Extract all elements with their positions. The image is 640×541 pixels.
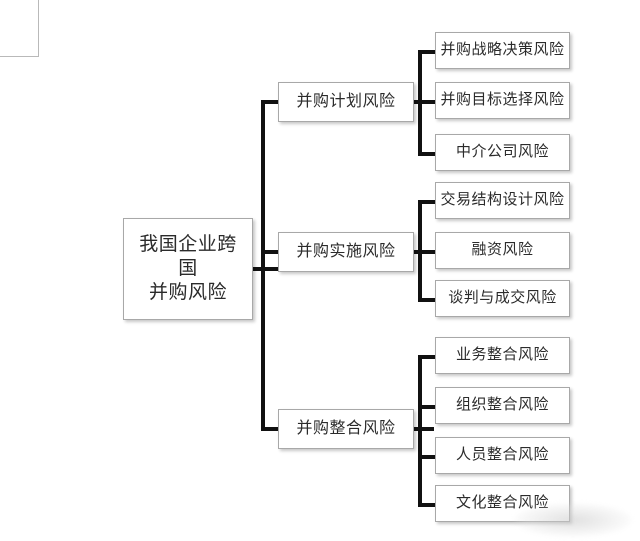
connector-branch-3-to-leaf-3 xyxy=(418,455,437,459)
connector-branch-1-to-leaf-1 xyxy=(418,50,437,54)
connector-root-stub xyxy=(252,267,280,271)
connector-root-to-branch-1 xyxy=(261,100,280,104)
connector-branch-3-spine xyxy=(418,355,422,507)
connector-branch-2-to-leaf-3 xyxy=(418,298,437,302)
connector-branch-2-to-leaf-1 xyxy=(418,200,437,204)
connector-branch-3-to-leaf-1 xyxy=(418,355,437,359)
node-branch-3[interactable]: 并购整合风险 xyxy=(278,409,414,449)
connector-branch-1-to-leaf-3 xyxy=(418,152,437,156)
node-branch-3-leaf-2[interactable]: 组织整合风险 xyxy=(435,387,570,424)
node-branch-1-leaf-1[interactable]: 并购战略决策风险 xyxy=(435,32,570,69)
node-branch-3-leaf-4[interactable]: 文化整合风险 xyxy=(435,485,570,522)
node-root[interactable]: 我国企业跨国 并购风险 xyxy=(123,218,253,320)
node-branch-1[interactable]: 并购计划风险 xyxy=(278,82,414,122)
connector-root-to-branch-3 xyxy=(261,427,280,431)
connector-branch-3-stub xyxy=(412,427,434,431)
connector-branch-2-to-leaf-2 xyxy=(418,250,437,254)
node-branch-3-leaf-1[interactable]: 业务整合风险 xyxy=(435,337,570,374)
connector-branch-1-to-leaf-2 xyxy=(418,100,437,104)
node-branch-2-leaf-3[interactable]: 谈判与成交风险 xyxy=(435,280,570,317)
node-branch-3-leaf-3[interactable]: 人员整合风险 xyxy=(435,437,570,474)
connector-branch-3-to-leaf-2 xyxy=(418,405,437,409)
connector-root-spine xyxy=(261,100,265,431)
node-branch-2[interactable]: 并购实施风险 xyxy=(278,232,414,272)
node-branch-1-leaf-3[interactable]: 中介公司风险 xyxy=(435,134,570,171)
node-branch-2-leaf-1[interactable]: 交易结构设计风险 xyxy=(435,182,570,219)
node-branch-1-leaf-2[interactable]: 并购目标选择风险 xyxy=(435,82,570,119)
node-branch-2-leaf-2[interactable]: 融资风险 xyxy=(435,232,570,269)
connector-branch-3-to-leaf-4 xyxy=(418,503,437,507)
connector-root-to-branch-2 xyxy=(261,250,280,254)
